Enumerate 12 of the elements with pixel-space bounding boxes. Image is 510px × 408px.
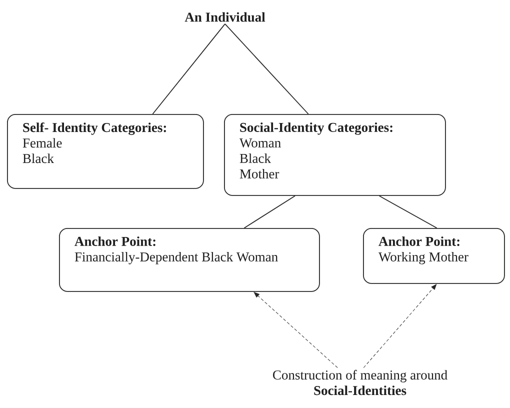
connector-line [152, 24, 226, 114]
category-box: Self- Identity Categories: Female Black [7, 114, 204, 189]
category-box: Social-Identity Categories: Woman Black Mother [224, 114, 446, 196]
note-text: Construction of meaning around Social-Identities [273, 370, 448, 396]
arrow [254, 292, 338, 368]
heading-text: An Individual [184, 12, 266, 22]
connector-line [224, 24, 309, 114]
connector-line [244, 195, 296, 228]
arrow [363, 284, 437, 368]
anchor-box: Anchor Point: Financially-Dependent Black Woman [59, 228, 320, 292]
anchor-box: Anchor Point: Working Mother [363, 228, 505, 284]
connector-line [378, 195, 438, 228]
